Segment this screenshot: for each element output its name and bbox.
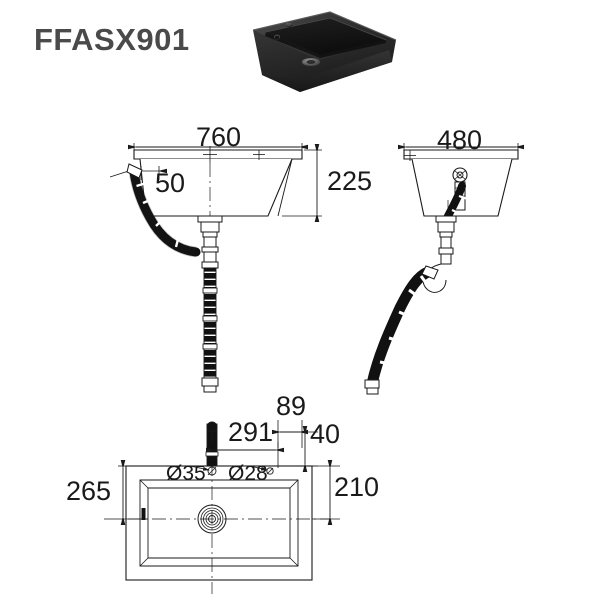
dimension-label-tap-hole-large: Ø35 (166, 462, 206, 485)
dimension-label-plan-half-depth: 265 (66, 476, 112, 506)
dimension-label-side-depth: 480 (437, 125, 483, 155)
side-elevation-view (364, 143, 524, 395)
corrugated-flexible-waste-hose-front (201, 267, 219, 393)
page-title: FFASX901 (34, 22, 190, 57)
front-elevation-view (109, 143, 322, 393)
product-photo-group (252, 11, 397, 92)
drain-strainer-assembly (197, 215, 223, 269)
dimension-label-plan-bowl-depth: 210 (334, 472, 380, 502)
overflow-hose-front (126, 163, 201, 258)
dimension-label-hole-spacing: 89 (276, 391, 307, 421)
dimension-label-hole-edge-offset: 40 (310, 419, 341, 449)
dimension-label-tap-hole-small: Ø28 (228, 462, 268, 485)
dimension-label-rim-offset: 50 (155, 168, 186, 198)
dimension-label-front-height: 225 (327, 166, 373, 196)
dimension-label-front-width: 760 (196, 122, 242, 152)
corrugated-flexible-waste-hose-side (364, 265, 439, 395)
drain-strainer-assembly-side (435, 215, 457, 265)
plan-view (104, 420, 340, 594)
dimension-label-drain-offset: 291 (228, 417, 274, 447)
